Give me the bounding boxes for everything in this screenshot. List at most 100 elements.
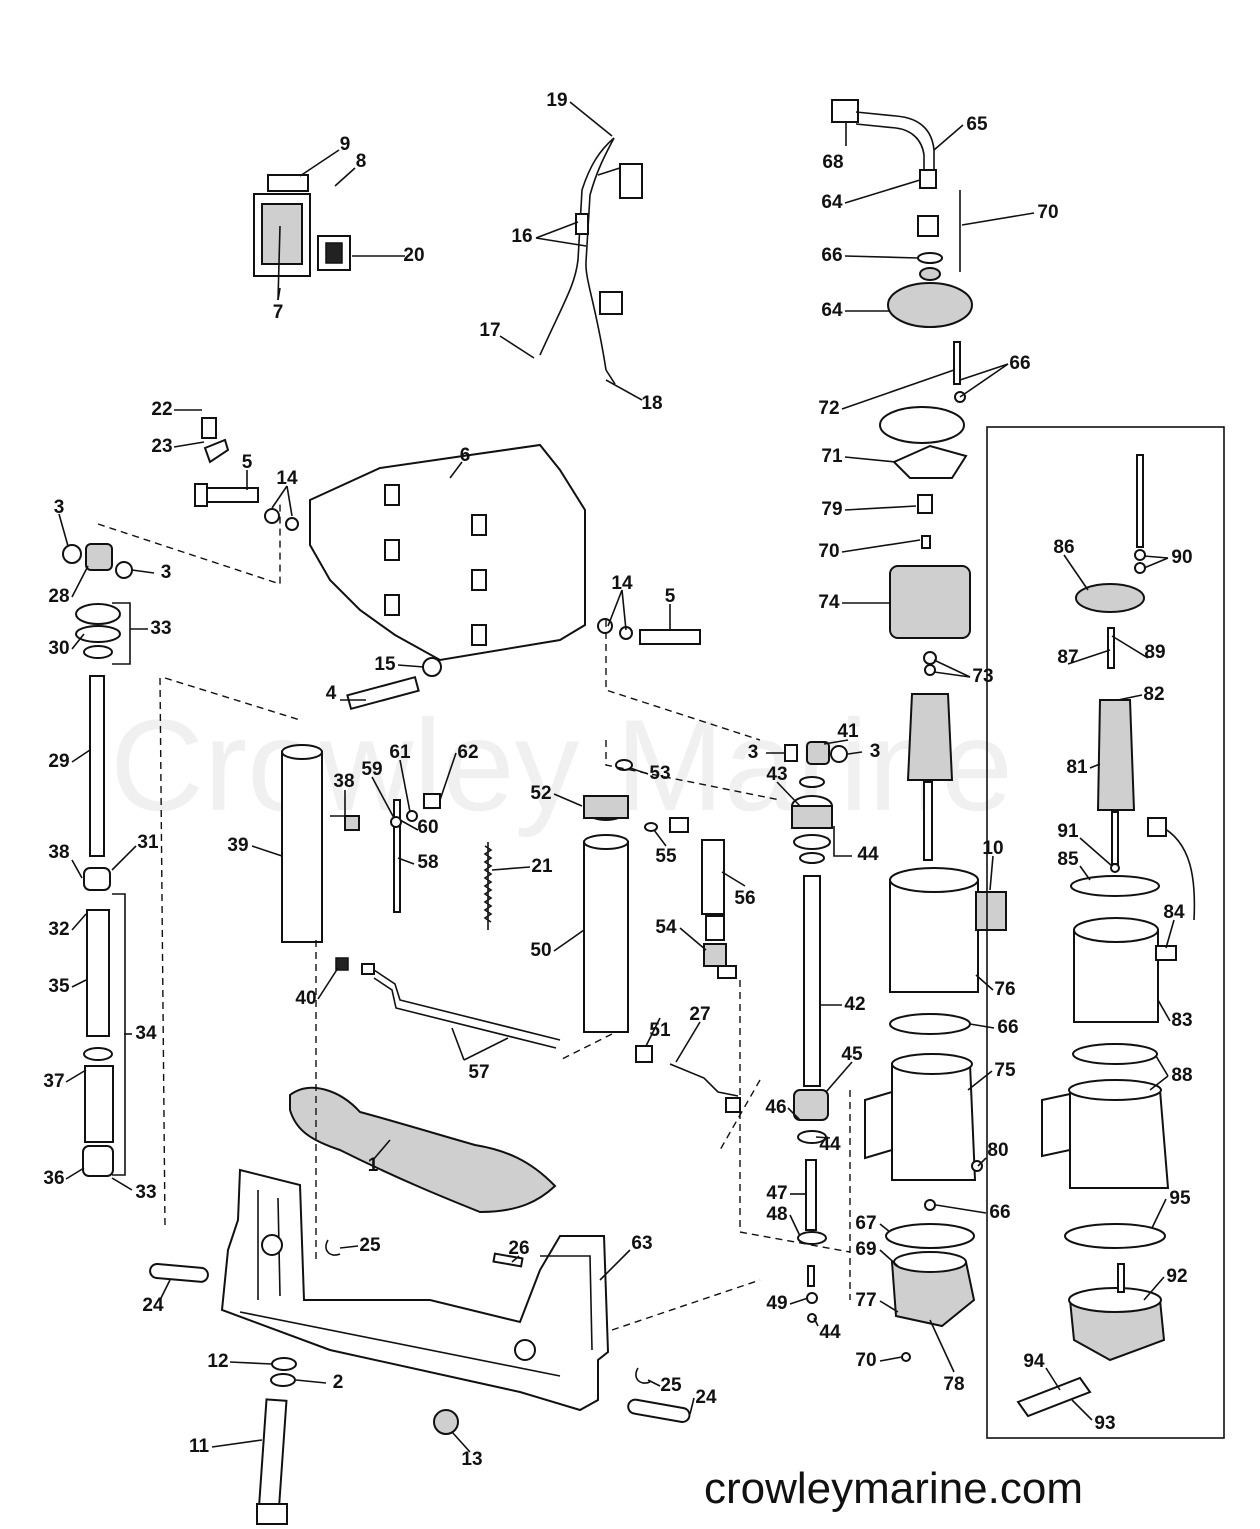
callout-54: 54 [655, 917, 677, 938]
callout-38: 38 [333, 771, 354, 792]
callout-82: 82 [1143, 684, 1164, 705]
callout-70: 70 [1037, 202, 1058, 223]
callout-79: 79 [821, 499, 842, 520]
leader-lines [58, 101, 1175, 1453]
hydraulic-line-57 [335, 957, 561, 1049]
callout-30: 30 [48, 638, 69, 659]
callout-88: 88 [1171, 1065, 1192, 1086]
callout-56: 56 [734, 888, 755, 909]
transom-bracket [220, 1168, 610, 1412]
callout-78: 78 [943, 1374, 964, 1395]
callout-65: 65 [966, 114, 988, 135]
callout-22: 22 [151, 399, 172, 420]
callout-25: 25 [359, 1235, 381, 1256]
callout-10: 10 [982, 838, 1003, 859]
alternate-motor-assembly [986, 426, 1225, 1439]
callout-91: 91 [1057, 821, 1079, 842]
callout-43: 43 [766, 764, 787, 785]
callout-73: 73 [972, 666, 993, 687]
callout-4: 4 [326, 683, 337, 704]
callout-5: 5 [665, 586, 676, 607]
callout-71: 71 [821, 446, 843, 467]
callout-25: 25 [660, 1375, 682, 1396]
small-hardware [194, 417, 701, 711]
callout-93: 93 [1094, 1413, 1115, 1434]
callout-33: 33 [150, 618, 171, 639]
trim-switch-assembly [253, 174, 351, 301]
callout-28: 28 [48, 586, 69, 607]
callout-66: 66 [997, 1017, 1018, 1038]
callout-18: 18 [641, 393, 662, 414]
callout-55: 55 [655, 846, 677, 867]
callout-17: 17 [479, 320, 500, 341]
trim-cylinder-39 [281, 744, 493, 943]
callout-14: 14 [611, 573, 633, 594]
callout-20: 20 [403, 245, 424, 266]
callout-44: 44 [819, 1134, 841, 1155]
callout-53: 53 [649, 763, 670, 784]
callout-7: 7 [273, 302, 284, 323]
callout-64: 64 [821, 192, 843, 213]
callout-70: 70 [855, 1350, 876, 1371]
callout-66: 66 [821, 245, 842, 266]
callout-69: 69 [855, 1239, 876, 1260]
callout-90: 90 [1171, 547, 1192, 568]
piston-rod-42 [784, 741, 848, 1323]
site-url[interactable]: crowleymarine.com [704, 1464, 1083, 1513]
callout-37: 37 [43, 1071, 64, 1092]
callout-61: 61 [389, 742, 411, 763]
callout-46: 46 [765, 1097, 786, 1118]
callout-52: 52 [530, 783, 551, 804]
callout-81: 81 [1066, 757, 1088, 778]
callout-85: 85 [1057, 849, 1079, 870]
callout-89: 89 [1144, 642, 1165, 663]
pump-motor-assembly [831, 99, 1007, 1362]
trim-cylinder-50 [583, 759, 741, 1113]
bottom-hardware [149, 1239, 691, 1525]
callout-3: 3 [54, 497, 65, 518]
callout-67: 67 [855, 1213, 876, 1234]
callout-29: 29 [48, 751, 69, 772]
callout-87: 87 [1057, 647, 1078, 668]
bracket-plate [309, 443, 586, 662]
callout-24: 24 [695, 1387, 717, 1408]
callout-5: 5 [242, 452, 253, 473]
callout-8: 8 [356, 151, 367, 172]
callout-86: 86 [1053, 537, 1074, 558]
callout-74: 74 [818, 592, 840, 613]
callout-44: 44 [819, 1322, 841, 1343]
callout-13: 13 [461, 1449, 482, 1470]
callout-72: 72 [818, 398, 839, 419]
callout-15: 15 [374, 654, 396, 675]
callout-76: 76 [994, 979, 1015, 1000]
callout-49: 49 [766, 1293, 787, 1314]
callout-2: 2 [333, 1372, 344, 1393]
callout-57: 57 [468, 1062, 489, 1083]
callout-3: 3 [870, 741, 881, 762]
callout-48: 48 [766, 1204, 787, 1225]
callout-24: 24 [142, 1295, 164, 1316]
callout-23: 23 [151, 436, 172, 457]
callout-21: 21 [531, 856, 553, 877]
wire-harness [539, 137, 643, 385]
callout-12: 12 [207, 1351, 228, 1372]
callout-47: 47 [766, 1183, 787, 1204]
callout-38: 38 [48, 842, 69, 863]
callout-labels: 1998207161718222351463328303314515429385… [43, 90, 1192, 1470]
callout-36: 36 [43, 1168, 64, 1189]
callout-66: 66 [1009, 353, 1030, 374]
callout-92: 92 [1166, 1266, 1187, 1287]
callout-3: 3 [161, 562, 172, 583]
callout-51: 51 [649, 1020, 671, 1041]
assembly-guide-lines [97, 500, 851, 1331]
callout-1: 1 [368, 1155, 379, 1176]
callout-77: 77 [855, 1290, 876, 1311]
callout-33: 33 [135, 1182, 156, 1203]
callout-70: 70 [818, 541, 839, 562]
callout-80: 80 [987, 1140, 1008, 1161]
callout-60: 60 [417, 817, 438, 838]
callout-26: 26 [508, 1238, 529, 1259]
callout-84: 84 [1163, 902, 1185, 923]
callout-16: 16 [511, 226, 532, 247]
